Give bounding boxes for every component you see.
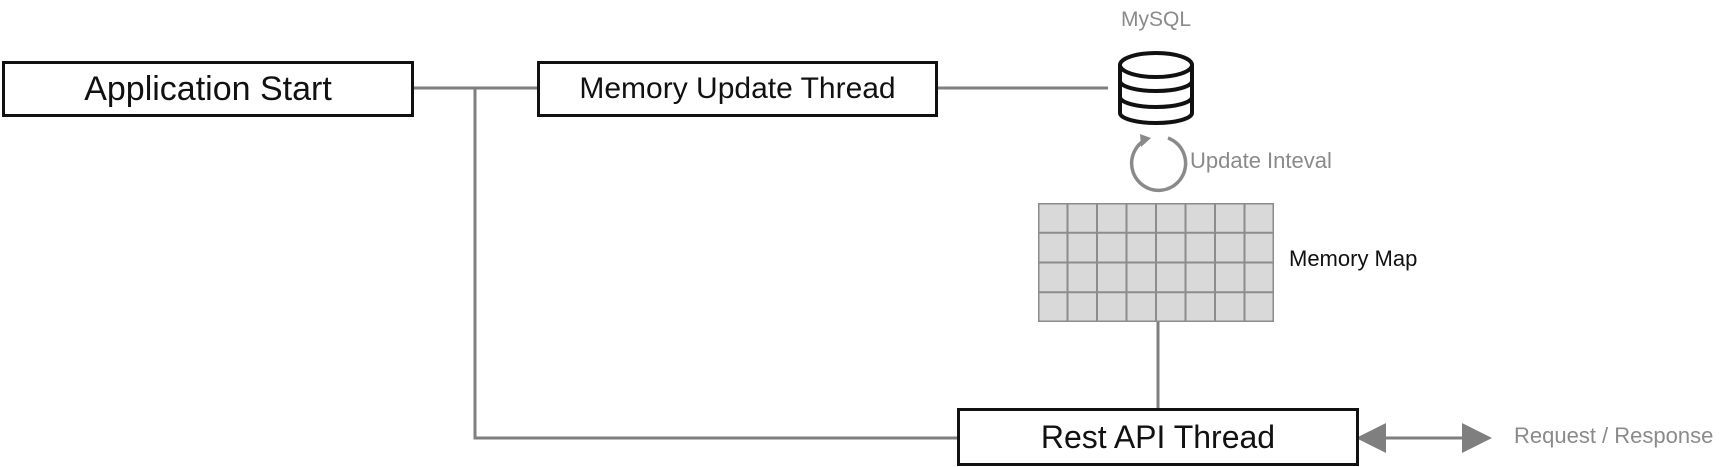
memory-map-grid (1038, 203, 1274, 322)
memory-update-thread-node: Memory Update Thread (537, 61, 938, 117)
rest-api-thread-node: Rest API Thread (957, 408, 1359, 466)
update-interval-label: Update Inteval (1190, 148, 1332, 173)
memory-update-thread-label: Memory Update Thread (579, 72, 896, 105)
mysql-label: MySQL (1121, 8, 1192, 31)
request-response-label: Request / Response (1514, 423, 1714, 448)
application-start-node: Application Start (2, 61, 414, 117)
application-start-label: Application Start (84, 69, 332, 108)
rest-api-thread-label: Rest API Thread (1040, 418, 1276, 455)
memory-map-label: Memory Map (1289, 246, 1418, 271)
connector-app-to-rest-thread (473, 88, 957, 440)
